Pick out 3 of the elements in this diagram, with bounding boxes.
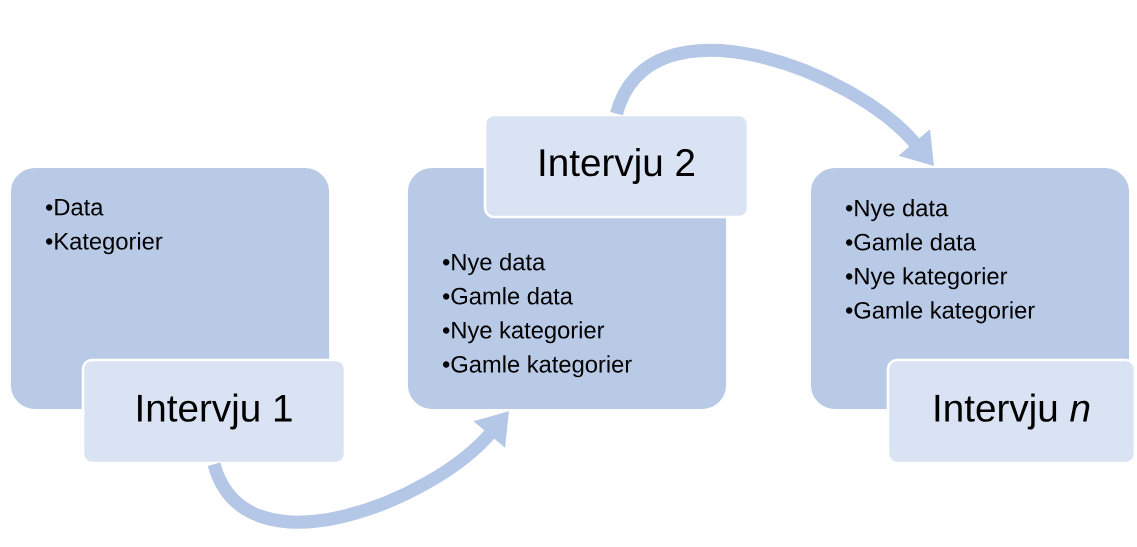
title-box: Intervju n <box>886 358 1137 465</box>
title-box: Intervju 1 <box>81 358 347 465</box>
title-box: Intervju 2 <box>483 113 750 219</box>
